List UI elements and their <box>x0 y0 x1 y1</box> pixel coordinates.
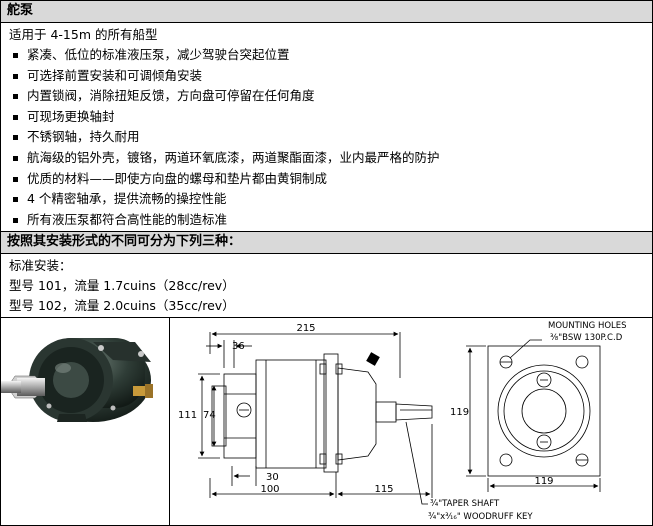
mounting-holes-spec: ⅜"BSW 130P.C.D <box>550 333 623 343</box>
bullet-icon <box>13 94 18 100</box>
section-header: 按照其安装形式的不同可分为下列三种： <box>1 232 652 254</box>
mounting-holes-label: MOUNTING HOLES <box>548 321 627 331</box>
bullet-icon <box>13 217 18 223</box>
dim-119-horizontal: 119 <box>534 476 553 487</box>
list-item: 4 个精密轴承，提供流畅的操控性能 <box>9 189 644 210</box>
list-item: 航海级的铝外壳，镀铬，两道环氧底漆，两道聚酯面漆，业内最严格的防护 <box>9 148 644 169</box>
dim-100: 100 <box>260 484 279 495</box>
bullet-icon <box>13 197 18 203</box>
bullet-icon <box>13 53 18 58</box>
list-item: 不锈钢轴，持久耐用 <box>9 127 644 148</box>
pump-photo <box>1 338 153 422</box>
bullet-icon <box>13 135 18 141</box>
technical-drawing: 215 36 111 74 30 100 115 119 119 MOUNTIN… <box>178 321 627 522</box>
taper-shaft-label: ¾"TAPER SHAFT <box>430 499 500 509</box>
standard-label: 标准安装： <box>9 258 72 273</box>
section-title: 按照其安装形式的不同可分为下列三种： <box>7 234 242 249</box>
features-section: 适用于 4-15m 的所有船型 紧凑、低位的标准液压泵，减少驾驶台突起位置 可选… <box>1 23 652 232</box>
dim-115: 115 <box>374 484 393 495</box>
dim-36: 36 <box>232 341 245 352</box>
list-item: 可现场更换轴封 <box>9 107 644 128</box>
bullet-icon <box>13 114 18 120</box>
list-item: 所有液压泵都符合高性能的制造标准 <box>9 210 644 231</box>
bullet-icon <box>13 176 18 182</box>
intro-text: 适用于 4-15m 的所有船型 <box>9 27 158 42</box>
models-section: 标准安装： 型号 101，流量 1.7cuins（28cc/rev） 型号 10… <box>1 254 652 318</box>
feature-list: 紧凑、低位的标准液压泵，减少驾驶台突起位置 可选择前置安装和可调倾角安装 内置锁… <box>9 45 644 230</box>
dim-111: 111 <box>178 410 197 421</box>
model-101: 型号 101，流量 1.7cuins（28cc/rev） <box>9 278 235 293</box>
column-divider <box>169 318 170 525</box>
list-item: 紧凑、低位的标准液压泵，减少驾驶台突起位置 <box>9 45 644 66</box>
dim-30: 30 <box>266 472 279 483</box>
model-102: 型号 102，流量 2.0cuins（35cc/rev） <box>9 298 235 313</box>
bullet-icon <box>13 155 18 161</box>
dim-215: 215 <box>296 323 315 334</box>
list-item: 内置锁阀，消除扭矩反馈，方向盘可停留在任何角度 <box>9 86 644 107</box>
page-title: 舵泵 <box>7 3 34 18</box>
bullet-icon <box>13 73 18 79</box>
list-item: 优质的材料——即使方向盘的螺母和垫片都由黄铜制成 <box>9 169 644 190</box>
dim-74: 74 <box>203 410 216 421</box>
dim-119-vertical: 119 <box>450 407 469 418</box>
list-item: 可选择前置安装和可调倾角安装 <box>9 66 644 87</box>
image-section: 215 36 111 74 30 100 115 119 119 MOUNTIN… <box>1 318 652 525</box>
title-bar: 舵泵 <box>1 1 652 23</box>
woodruff-key-label: ¾"x³⁄₁₆" WOODRUFF KEY <box>428 512 533 522</box>
